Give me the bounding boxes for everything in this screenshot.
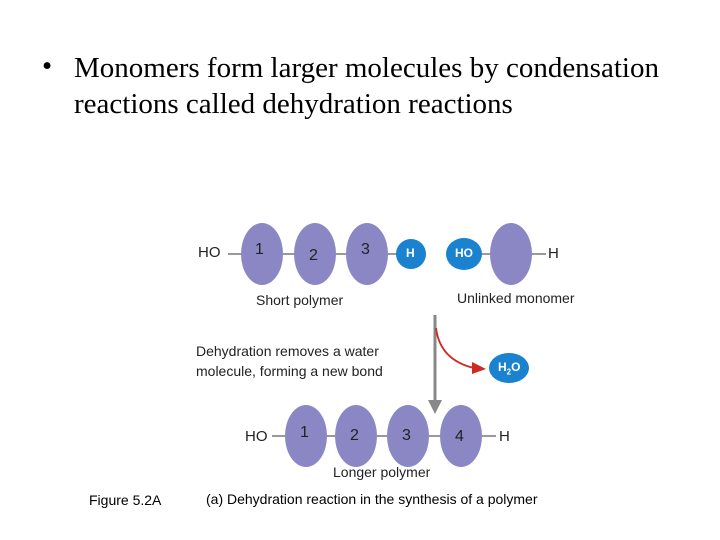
monomer-1-label: 1 — [255, 241, 264, 258]
figure-caption: (a) Dehydration reaction in the synthesi… — [206, 491, 538, 507]
monomer-3-label: 3 — [402, 427, 411, 444]
monomer-1 — [285, 405, 327, 467]
reaction-description-line-2: molecule, forming a new bond — [196, 363, 383, 379]
bullet-symbol: • — [42, 50, 53, 82]
monomer-4 — [440, 405, 482, 467]
monomer-2 — [294, 223, 336, 285]
monomer-hydrogen-label: H — [548, 245, 559, 262]
longer-polymer-label: Longer polymer — [333, 464, 431, 480]
unlinked-monomer-label: Unlinked monomer — [457, 290, 575, 306]
monomer-3-label: 3 — [361, 241, 370, 258]
unlinked-monomer — [490, 223, 532, 285]
hydroxyl-group-label: HO — [198, 244, 221, 261]
monomer-3 — [387, 405, 429, 467]
reaction-description-line-1: Dehydration removes a water — [196, 343, 379, 359]
water-label: H2O — [498, 360, 521, 377]
hydroxyl-highlight — [446, 238, 482, 270]
monomer-4-label: 4 — [455, 428, 464, 445]
short-polymer-label: Short polymer — [256, 292, 344, 308]
water-release-arrow — [435, 327, 475, 369]
bullet-text: Monomers form larger molecules by conden… — [74, 52, 659, 120]
hydrogen-label: H — [406, 246, 415, 260]
figure-number: Figure 5.2A — [89, 492, 162, 508]
monomer-3 — [346, 223, 388, 285]
monomer-2 — [335, 405, 377, 467]
reaction-arrowhead — [428, 400, 442, 414]
longer-polymer-hydrogen-label: H — [499, 428, 510, 445]
longer-polymer-hydroxyl-label: HO — [245, 428, 268, 445]
monomer-1 — [241, 223, 283, 285]
monomer-1-label: 1 — [300, 424, 309, 441]
monomer-2-label: 2 — [309, 247, 318, 264]
monomer-2-label: 2 — [350, 427, 359, 444]
monomer-hydroxyl-label: HO — [455, 246, 473, 260]
water-molecule — [489, 353, 529, 383]
hydrogen-highlight — [396, 239, 426, 269]
water-release-arrowhead — [472, 362, 486, 374]
